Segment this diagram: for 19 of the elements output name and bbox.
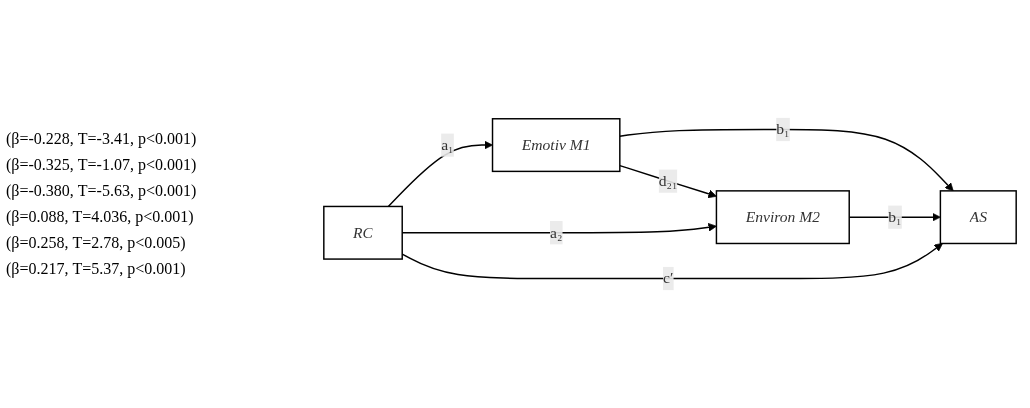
edge-label: a₂ (549, 223, 563, 241)
statistics-note: (β=0.088, T=4.036, p<0.001) (6, 208, 195, 226)
edge-label: c′ (662, 269, 674, 287)
node-box: Environ M2 (715, 190, 850, 245)
arrow (619, 164, 717, 199)
statistics-note: (β=0.258, T=2.78, p<0.005) (6, 234, 187, 252)
edge-label: b₁ (776, 120, 790, 138)
statistics-note: (β=-0.380, T=-5.63, p<0.001) (6, 182, 198, 200)
edge-label: b₁ (888, 208, 902, 225)
statistics-note: (β=-0.325, T=-1.07, p<0.001) (6, 156, 198, 174)
arrow (619, 128, 954, 192)
statistics-note: (β=0.217, T=5.37, p<0.001) (6, 260, 187, 278)
edge-label: a₁ (441, 136, 454, 153)
node-box: Emotiv M1 (491, 118, 621, 173)
node-box: AS (939, 190, 1017, 245)
statistics-note: (β=-0.228, T=-3.41, p<0.001) (6, 130, 198, 148)
node-box: RC (323, 205, 403, 260)
arrow (387, 140, 493, 208)
edge-label: d₂₁ (658, 172, 678, 189)
